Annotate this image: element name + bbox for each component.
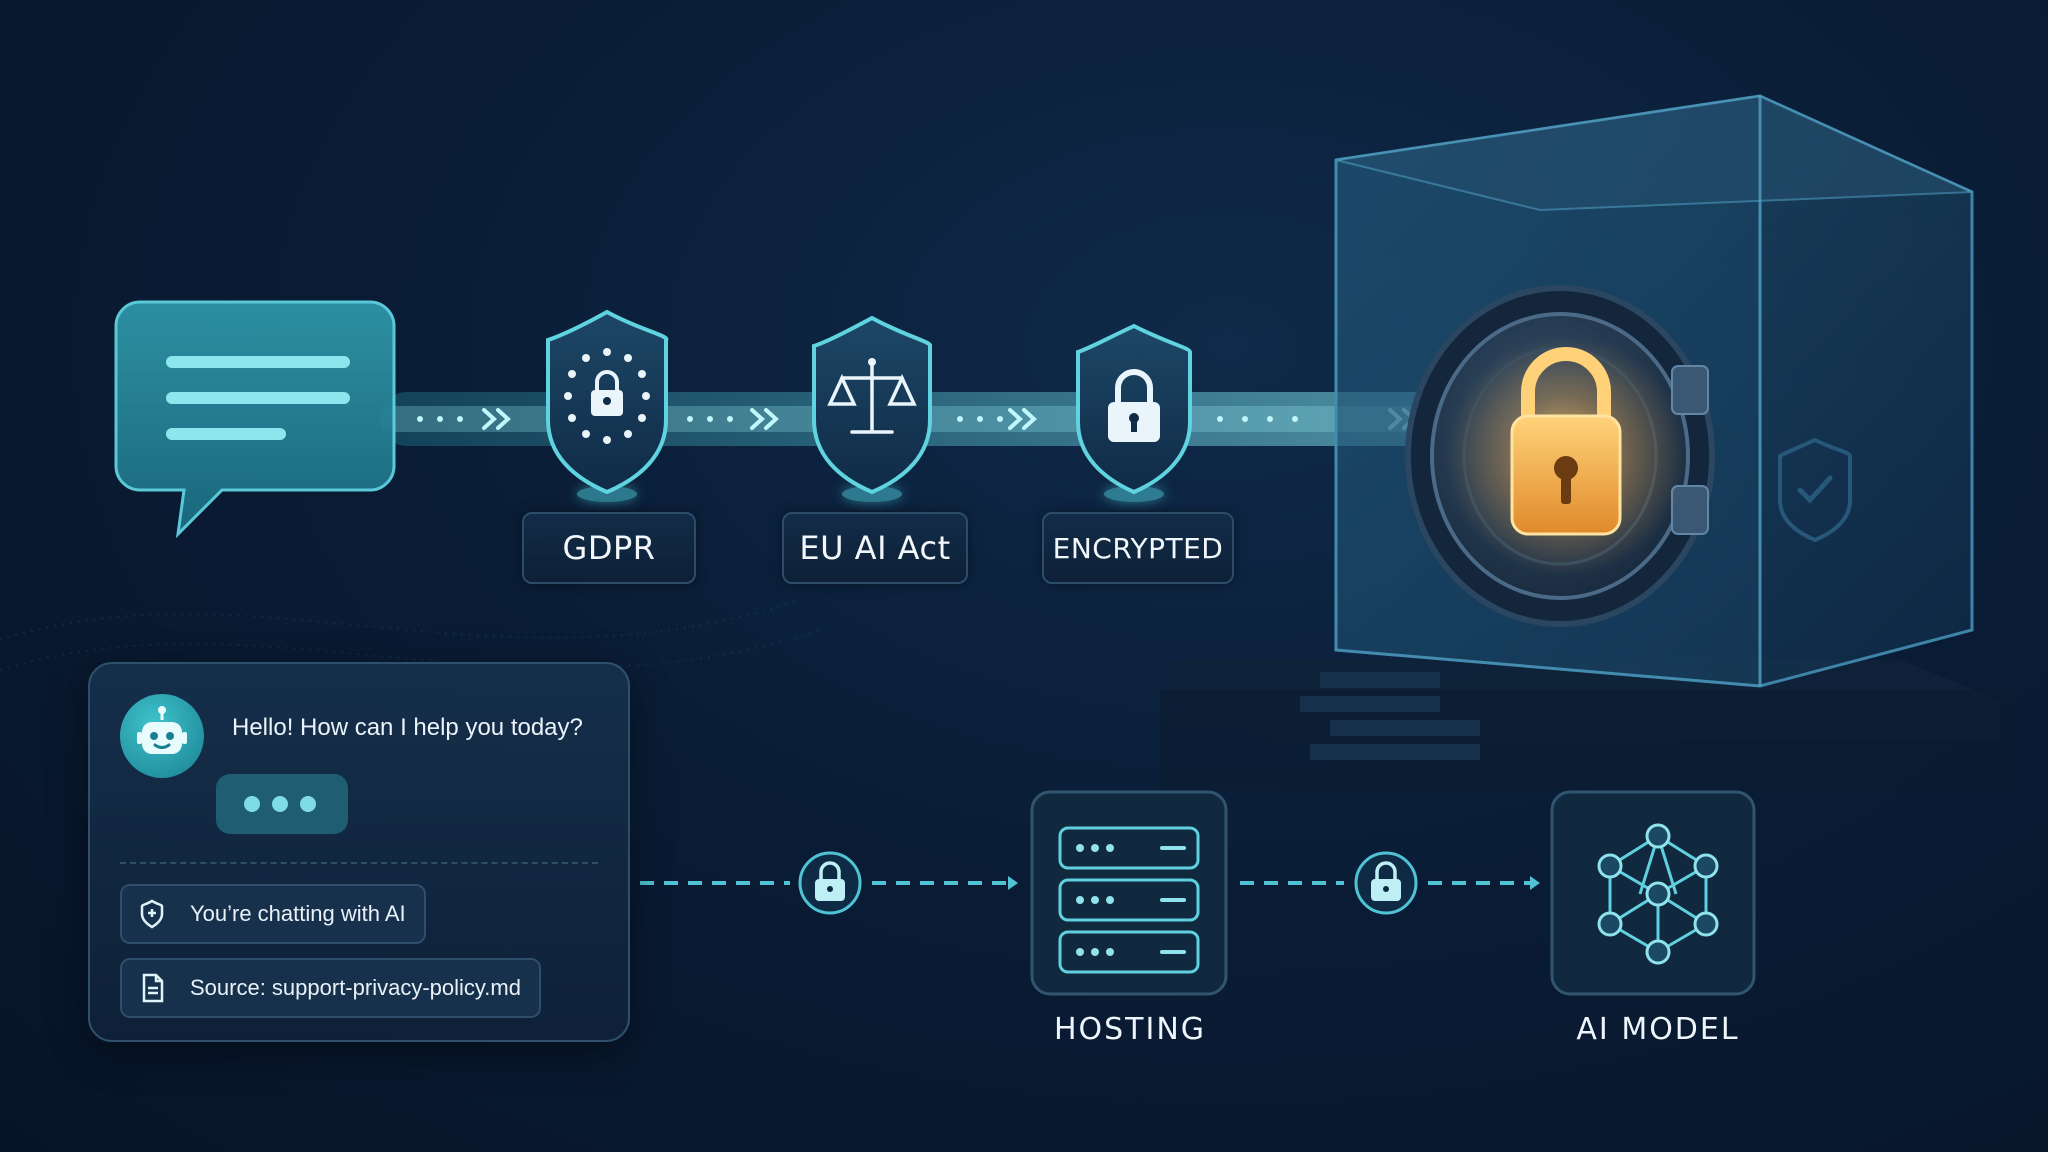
hosting-label: HOSTING <box>1053 1012 1207 1047</box>
eu-ai-act-label: EU AI Act <box>782 512 968 584</box>
vault-padlock-icon <box>1160 94 2010 790</box>
eu-shield-lock-icon <box>546 309 669 502</box>
document-icon <box>142 973 164 1003</box>
lock-shield-icon <box>1076 323 1192 502</box>
scales-shield-icon <box>812 315 933 502</box>
source-text: Source: support-privacy-policy.md <box>190 975 521 1000</box>
background-particles <box>0 599 821 671</box>
transit-lock-icon <box>1354 851 1418 915</box>
encrypted-label: ENCRYPTED <box>1042 512 1234 584</box>
ai-model-label: AI MODEL <box>1576 1012 1740 1047</box>
transit-lock-icon <box>798 851 862 915</box>
gdpr-label: GDPR <box>522 512 696 584</box>
server-icon <box>1030 790 1228 996</box>
neural-network-icon <box>1550 790 1756 996</box>
shield-icon <box>140 899 164 929</box>
ai-disclosure-badge: You’re chatting with AI <box>120 884 426 944</box>
flow-connector-left <box>640 876 1018 890</box>
robot-icon <box>120 694 204 778</box>
typing-indicator <box>216 774 348 834</box>
chat-bubble-icon <box>114 300 396 539</box>
chat-divider <box>120 862 598 864</box>
ai-disclosure-text: You’re chatting with AI <box>190 901 406 926</box>
chat-widget[interactable]: Hello! How can I help you today? You’re … <box>88 662 630 1042</box>
flow-connector-right <box>1240 876 1540 890</box>
bot-greeting-message: Hello! How can I help you today? <box>232 714 583 741</box>
source-link[interactable]: Source: support-privacy-policy.md <box>120 958 541 1018</box>
